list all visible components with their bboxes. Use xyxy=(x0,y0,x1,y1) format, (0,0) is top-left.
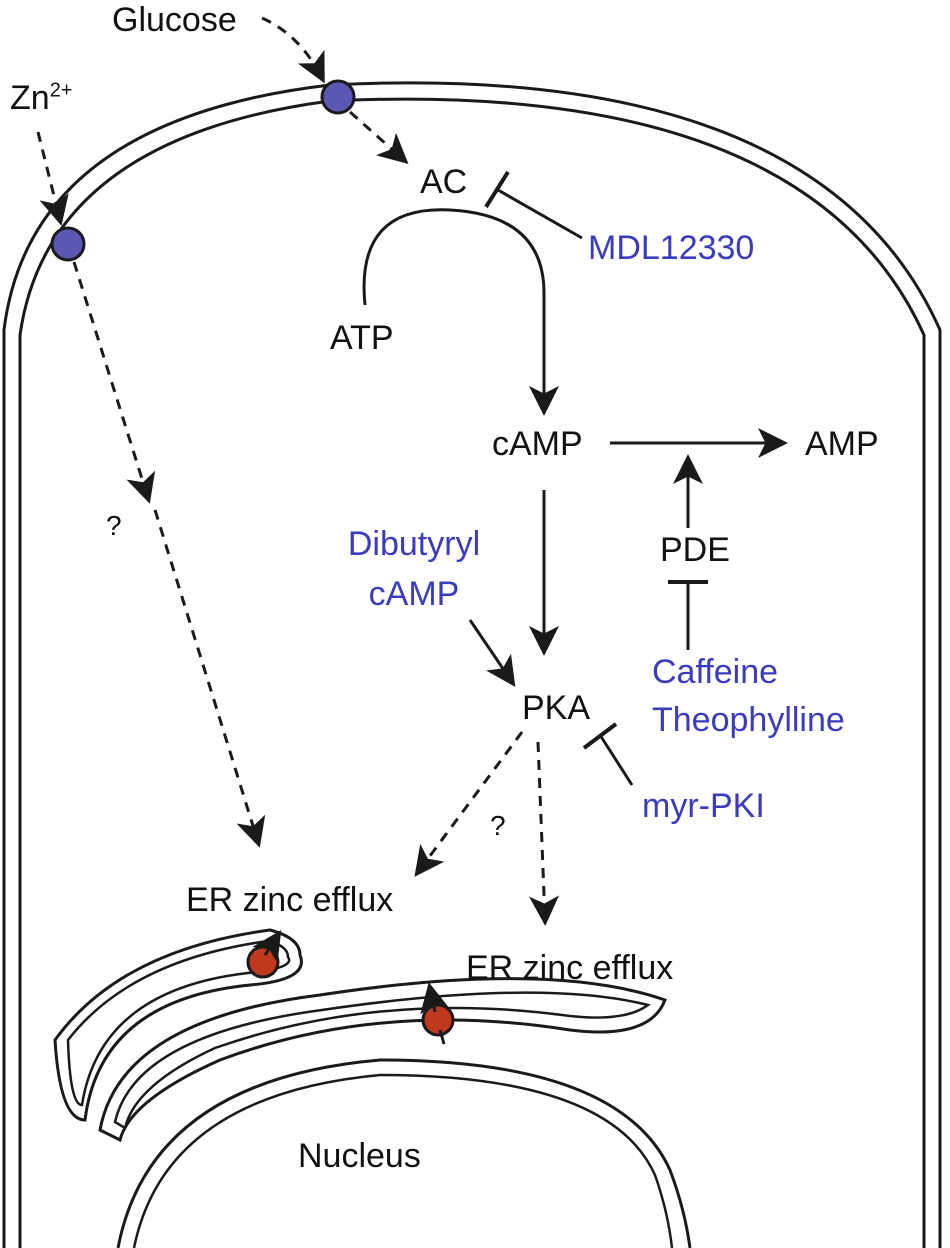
inhibit-mdl-bar xyxy=(484,170,510,209)
zinc-transporter xyxy=(50,226,86,262)
label-ac: AC xyxy=(420,163,468,201)
label-er-zinc-efflux-left: ER zinc efflux xyxy=(186,881,394,919)
label-dibutyryl-camp: cAMP xyxy=(368,575,460,613)
er-zinc-transporter-left xyxy=(246,945,280,979)
label-zn: Zn2+ xyxy=(10,78,73,118)
arrow-atp-to-camp xyxy=(362,208,559,416)
label-dibutyryl: Dibutyryl xyxy=(347,525,481,563)
label-nucleus: Nucleus xyxy=(298,1137,421,1175)
arrow-pka-to-er-efflux-right xyxy=(529,741,560,926)
label-mdl12330: MDL12330 xyxy=(588,229,755,267)
label-question-right: ? xyxy=(490,810,506,841)
inhibit-pki-line xyxy=(598,734,634,786)
label-glucose: Glucose xyxy=(112,1,237,39)
label-pde: PDE xyxy=(660,531,730,569)
arrow-zn-transporter-down xyxy=(72,261,156,504)
arrow-transporter-to-ac xyxy=(349,110,409,164)
label-atp: ATP xyxy=(330,319,394,357)
label-myr-pki: myr-PKI xyxy=(642,787,765,825)
inhibit-mdl-line xyxy=(497,188,583,240)
label-er-zinc-efflux-right: ER zinc efflux xyxy=(466,949,674,987)
nucleus-envelope-outer xyxy=(116,1058,692,1248)
er-sheet-outer xyxy=(98,977,667,1143)
arrow-glucose-to-transporter xyxy=(261,16,325,84)
er-sheet-inner xyxy=(113,991,651,1130)
label-theophylline: Theophylline xyxy=(652,701,845,739)
label-zn-symbol: Zn xyxy=(10,79,50,117)
er-zinc-transporter-right xyxy=(421,1003,455,1037)
arrow-zn-to-transporter xyxy=(36,131,69,226)
glucose-transporter xyxy=(320,79,356,115)
label-amp: AMP xyxy=(805,425,879,463)
arrow-zn-to-er-efflux xyxy=(153,509,266,848)
label-pka: PKA xyxy=(522,689,591,727)
label-zn-charge: 2+ xyxy=(49,79,73,102)
nucleus-envelope-inner xyxy=(132,1073,674,1248)
arrow-dibutyryl-to-pka xyxy=(468,619,516,687)
label-camp: cAMP xyxy=(492,425,583,463)
label-question-left: ? xyxy=(106,510,122,541)
inhibit-pki-bar xyxy=(582,722,618,750)
arrow-pka-to-er-efflux-left xyxy=(414,731,524,877)
label-caffeine: Caffeine xyxy=(652,653,779,691)
